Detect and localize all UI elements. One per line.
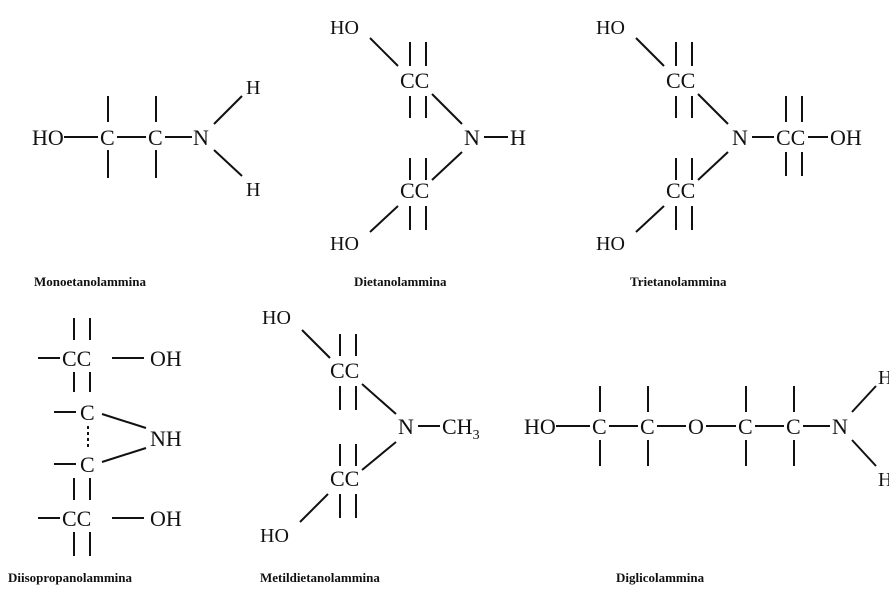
bond bbox=[635, 37, 665, 67]
atom-ho: HO bbox=[330, 17, 359, 39]
atom-ho: HO bbox=[260, 525, 289, 547]
atom-cc: CC bbox=[666, 68, 695, 93]
atom-ch-subscript: 3 bbox=[473, 428, 480, 443]
atom-oh: OH bbox=[150, 346, 182, 371]
atom-cc: CC bbox=[62, 346, 91, 371]
caption-monoetanolammina: Monoetanolammina bbox=[34, 274, 146, 289]
atom-cc: CC bbox=[330, 466, 359, 491]
atom-h: H bbox=[878, 367, 889, 389]
atom-o: O bbox=[688, 414, 704, 439]
atom-cc: CC bbox=[62, 506, 91, 531]
bond bbox=[369, 205, 399, 233]
atom-c: C bbox=[100, 125, 115, 150]
atom-oh: OH bbox=[830, 125, 862, 150]
caption-diglicolammina: Diglicolammina bbox=[616, 570, 705, 585]
atom-c: C bbox=[640, 414, 655, 439]
atom-h: H bbox=[878, 469, 889, 491]
atom-c: C bbox=[738, 414, 753, 439]
atom-cc: CC bbox=[330, 358, 359, 383]
bond bbox=[697, 93, 729, 125]
atom-cc: CC bbox=[400, 178, 429, 203]
caption-dietanolammina: Dietanolammina bbox=[354, 274, 447, 289]
caption-diisopropanolammina: Diisopropanolammina bbox=[8, 570, 133, 585]
atom-ch3: CH3 bbox=[442, 414, 480, 443]
atom-c: C bbox=[592, 414, 607, 439]
atom-ho: HO bbox=[32, 125, 64, 150]
atom-ho: HO bbox=[596, 233, 625, 255]
atom-h: H bbox=[246, 77, 260, 99]
bond bbox=[361, 441, 397, 471]
bond bbox=[431, 93, 463, 125]
atom-ho: HO bbox=[596, 17, 625, 39]
atom-h: H bbox=[246, 179, 260, 201]
molecule-trietanolammina: HO CC N CC OH CC HO Trietanolammina bbox=[596, 17, 862, 289]
atom-ch: CH bbox=[442, 414, 473, 439]
atom-c: C bbox=[786, 414, 801, 439]
atom-cc: CC bbox=[666, 178, 695, 203]
bond bbox=[361, 383, 397, 415]
atom-cc: CC bbox=[776, 125, 805, 150]
bond bbox=[635, 205, 665, 233]
atom-n: N bbox=[398, 414, 414, 439]
bond bbox=[697, 151, 729, 181]
bond bbox=[301, 329, 331, 359]
bond bbox=[431, 151, 463, 181]
atom-ho: HO bbox=[330, 233, 359, 255]
atom-c: C bbox=[80, 400, 95, 425]
atom-nh: NH bbox=[150, 426, 182, 451]
bond bbox=[101, 413, 147, 429]
molecule-metildietanolammina: HO CC N CH3 CC HO Metildietanolammina bbox=[260, 307, 480, 585]
caption-metildietanolammina: Metildietanolammina bbox=[260, 570, 380, 585]
atom-n: N bbox=[464, 125, 480, 150]
bond bbox=[851, 385, 877, 413]
bond bbox=[213, 95, 243, 125]
atom-h: H bbox=[510, 125, 526, 150]
atom-cc: CC bbox=[400, 68, 429, 93]
atom-oh: OH bbox=[150, 506, 182, 531]
bond bbox=[213, 149, 243, 177]
molecule-diisopropanolammina: CC OH C NH C CC OH Diisopropanolammina bbox=[8, 318, 182, 585]
atom-n: N bbox=[732, 125, 748, 150]
atom-ho: HO bbox=[524, 414, 556, 439]
bond bbox=[369, 37, 399, 67]
caption-trietanolammina: Trietanolammina bbox=[630, 274, 727, 289]
molecule-diglicolammina: HO C C O C C N H H Diglicolammina bbox=[524, 367, 889, 585]
molecule-dietanolammina: HO CC N H CC HO Dietanolammina bbox=[330, 17, 526, 289]
atom-n: N bbox=[832, 414, 848, 439]
molecule-monoetanolammina: HO C C N H H Monoetanolammina bbox=[32, 77, 260, 289]
bond bbox=[299, 493, 329, 523]
atom-ho: HO bbox=[262, 307, 291, 329]
atom-n: N bbox=[193, 125, 209, 150]
bond bbox=[851, 439, 877, 467]
atom-c: C bbox=[80, 452, 95, 477]
atom-c: C bbox=[148, 125, 163, 150]
bond bbox=[101, 447, 147, 463]
